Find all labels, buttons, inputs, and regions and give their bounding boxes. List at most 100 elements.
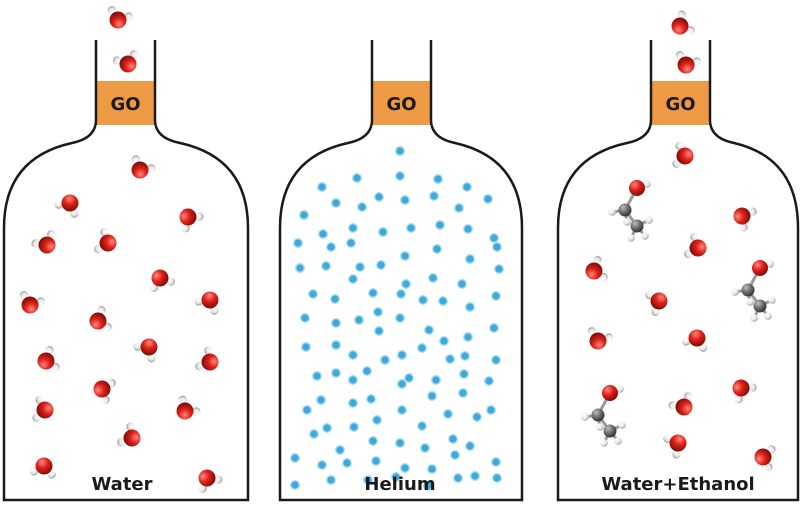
molecule-layer — [19, 6, 223, 493]
bottle-water: GO Water — [2, 6, 250, 502]
water-molecule — [198, 469, 223, 493]
water-molecule — [89, 305, 112, 332]
water-molecule — [179, 208, 204, 233]
helium-atom — [349, 422, 360, 433]
water-molecule — [681, 329, 708, 352]
water-molecule — [149, 269, 176, 292]
helium-atom — [348, 398, 359, 409]
helium-atom — [400, 463, 411, 474]
helium-atom — [348, 375, 359, 386]
helium-atom — [348, 274, 359, 285]
helium-atom — [316, 395, 327, 406]
water-molecule — [668, 392, 693, 416]
helium-atom — [428, 273, 439, 284]
helium-atom — [450, 450, 461, 461]
helium-atom — [457, 279, 468, 290]
helium-atom — [308, 289, 319, 300]
water-molecule — [732, 379, 757, 404]
helium-atom — [400, 250, 411, 261]
go-membrane — [651, 81, 710, 125]
helium-atom — [483, 193, 494, 204]
helium-atom — [491, 355, 502, 366]
water-molecule — [107, 6, 134, 29]
helium-atom — [331, 340, 342, 351]
helium-atom — [302, 405, 313, 416]
helium-atom — [352, 172, 363, 183]
helium-atom — [489, 232, 500, 243]
helium-atom — [395, 438, 406, 449]
helium-atom — [397, 405, 408, 416]
bottle-outline — [2, 40, 250, 502]
water-molecule — [29, 457, 56, 479]
helium-atom — [465, 441, 476, 452]
helium-atom — [463, 332, 474, 343]
water-molecule — [133, 338, 158, 363]
helium-atom — [438, 296, 449, 307]
helium-atom — [348, 222, 359, 233]
water-molecule — [19, 291, 46, 314]
helium-atom — [432, 243, 443, 254]
helium-atom — [395, 313, 406, 324]
helium-atom — [290, 453, 301, 464]
water-molecule — [675, 51, 702, 74]
water-molecule — [32, 395, 54, 422]
helium-atom — [494, 264, 505, 275]
bottle-outline — [278, 40, 524, 502]
helium-atom — [465, 302, 476, 313]
water-molecule — [663, 434, 687, 459]
helium-atom — [460, 351, 471, 362]
helium-atom — [335, 445, 346, 456]
water-molecule — [733, 207, 757, 232]
helium-atom — [417, 421, 428, 432]
molecule-layer — [581, 10, 776, 472]
helium-atom — [331, 368, 342, 379]
water-molecule — [117, 422, 141, 447]
helium-atom — [453, 473, 464, 484]
helium-atom — [355, 262, 366, 273]
helium-atom — [362, 366, 373, 377]
helium-atom — [448, 434, 459, 445]
water-molecule — [195, 346, 219, 371]
helium-atom — [322, 423, 333, 434]
bottle-label-water-ethanol: Water+Ethanol — [601, 474, 754, 495]
membrane-label: GO — [386, 94, 416, 115]
helium-atom — [462, 181, 473, 192]
helium-atom — [299, 209, 310, 220]
water-molecule — [754, 445, 776, 472]
go-membrane — [372, 81, 431, 125]
helium-atom — [295, 263, 306, 274]
helium-atom — [378, 226, 389, 237]
helium-atom — [486, 405, 497, 416]
helium-atom — [380, 355, 391, 366]
ethanol-molecule — [731, 260, 776, 322]
water-molecule — [54, 194, 79, 218]
helium-atom — [427, 464, 438, 475]
helium-atom — [418, 295, 429, 306]
helium-atom — [300, 313, 311, 324]
helium-atom — [395, 170, 406, 181]
water-molecule — [684, 232, 707, 259]
helium-atom — [317, 460, 328, 471]
helium-atom — [317, 181, 328, 192]
water-molecule — [131, 155, 156, 179]
helium-atom — [491, 291, 502, 302]
helium-atom — [342, 458, 353, 469]
helium-atom — [357, 201, 368, 212]
helium-atom — [459, 369, 470, 380]
helium-atom — [373, 307, 384, 318]
bottle-water-ethanol: GO Water+Ethanol — [556, 10, 800, 502]
helium-atom — [396, 289, 407, 300]
water-molecule — [93, 378, 116, 405]
helium-atom — [346, 237, 357, 248]
ethanol-molecule — [608, 180, 653, 242]
water-molecule — [194, 291, 219, 315]
go-membrane — [96, 81, 155, 125]
helium-atom — [293, 237, 304, 248]
water-molecule — [176, 395, 201, 420]
helium-atom — [348, 350, 359, 361]
water-molecule — [645, 290, 668, 317]
helium-atom — [354, 315, 365, 326]
helium-atom — [395, 145, 406, 156]
helium-atom — [458, 388, 469, 399]
helium-atom — [368, 288, 379, 299]
